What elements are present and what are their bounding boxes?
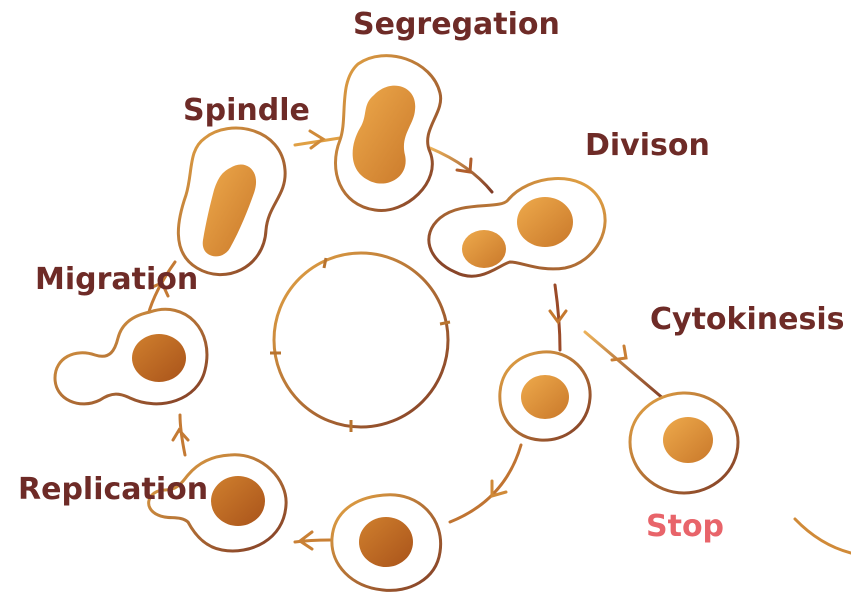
label-spindle: Spindle [183, 96, 310, 126]
central-circle [270, 253, 450, 432]
label-segregation: Segregation [353, 10, 560, 40]
cell-division [429, 179, 605, 277]
label-cytokinesis: Cytokinesis [650, 305, 844, 335]
cell-cytokinesis [630, 393, 738, 493]
cell-right [500, 352, 590, 440]
label-division: Divison [585, 131, 710, 161]
cell-bottom [332, 495, 441, 591]
cell-segregation [335, 56, 440, 211]
cell-spindle [178, 128, 285, 275]
cell-migration [55, 309, 207, 404]
label-stop: Stop [646, 512, 724, 542]
label-replication: Replication [18, 475, 208, 505]
label-migration: Migration [35, 265, 198, 295]
